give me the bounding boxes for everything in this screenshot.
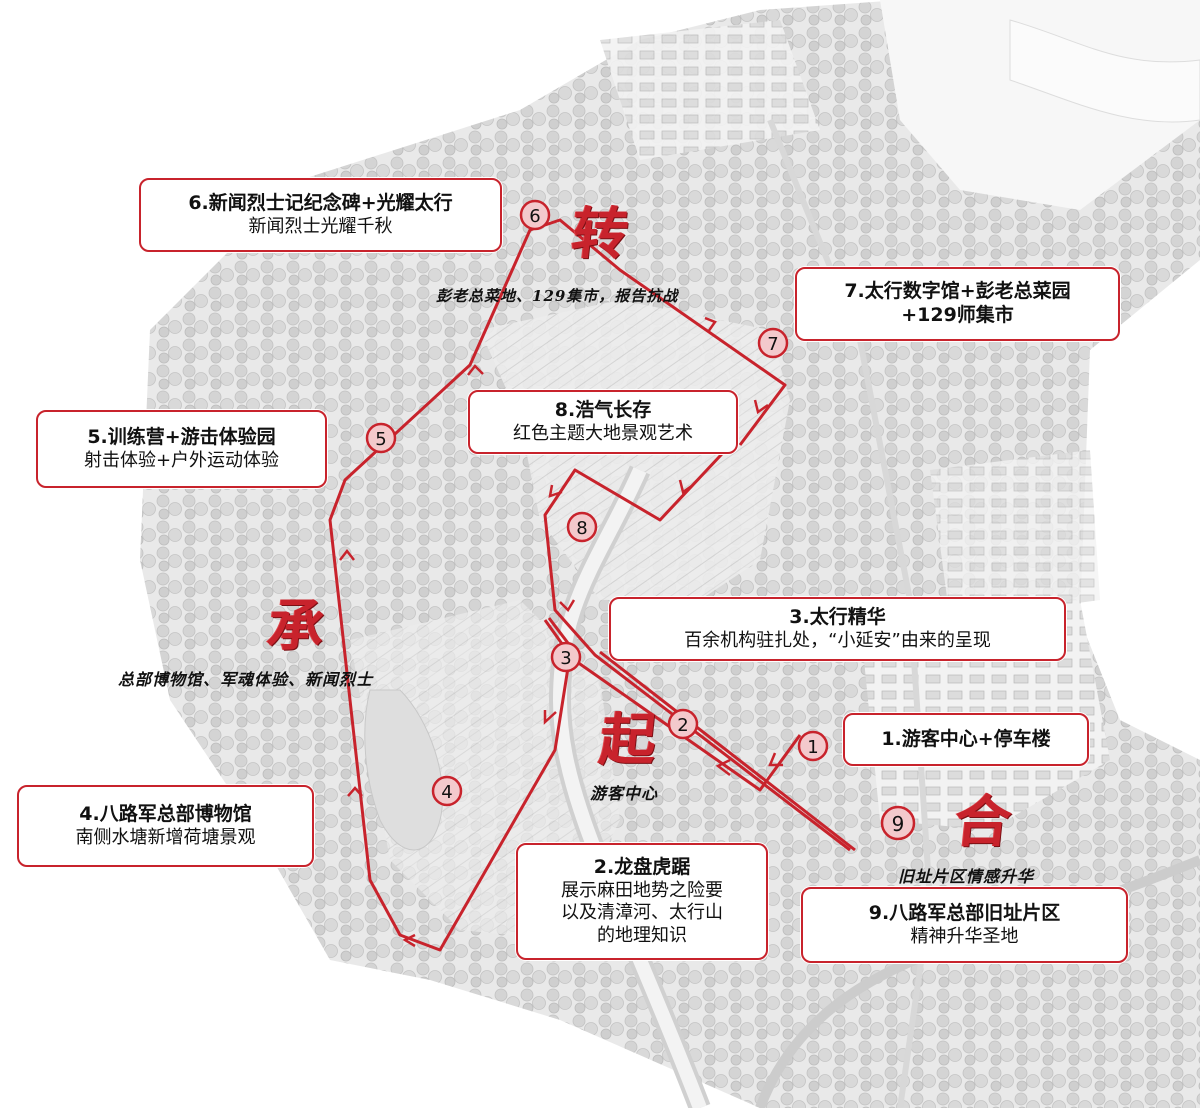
stop-subtitle: 精神升华圣地: [910, 925, 1019, 947]
phase-he-char: 合: [951, 789, 1015, 855]
route-arrow: [559, 599, 576, 613]
stop-marker[interactable]: 3: [550, 641, 582, 673]
stop-marker[interactable]: 7: [757, 327, 789, 359]
stop-marker-number: 9: [892, 812, 905, 836]
route-arrow: [543, 710, 557, 725]
stop-label-1[interactable]: 1.游客中心+停车楼: [843, 713, 1089, 766]
stop-title: 5.训练营+游击体验园: [87, 425, 276, 448]
phase-cheng-caption: 总部博物馆、军魂体验、新闻烈士: [118, 670, 374, 689]
route-arrow: [753, 399, 769, 415]
route-arrow: [704, 316, 717, 333]
stop-subtitle: 红色主题大地景观艺术: [513, 422, 693, 444]
stop-subtitle: 百余机构驻扎处，“小延安”由来的呈现: [684, 629, 991, 651]
phase-zhuan-caption: 彭老总菜地、129集市，报告抗战: [436, 287, 679, 305]
route-arrow: [678, 479, 694, 495]
stop-subtitle: 南侧水塘新增荷塘景观: [75, 826, 256, 848]
route-arrow: [339, 548, 355, 561]
stop-marker-number: 7: [767, 334, 778, 355]
stop-marker[interactable]: 8: [566, 511, 598, 543]
stop-marker-number: 3: [560, 648, 571, 669]
phase-cheng-char: 承: [264, 593, 328, 659]
stop-subtitle: 展示麻田地势之险要: [561, 879, 723, 901]
stop-marker-number: 1: [807, 737, 818, 758]
stop-marker-number: 4: [441, 782, 452, 803]
stop-title: 2.龙盘虎踞: [593, 855, 691, 878]
stop-marker-number: 8: [576, 518, 587, 539]
stop-subtitle: +129师集市: [901, 304, 1014, 326]
stop-label-6[interactable]: 6.新闻烈士记纪念碑+光耀太行 新闻烈士光耀千秋: [139, 178, 502, 252]
route-arrow: [347, 786, 363, 797]
stop-label-9[interactable]: 9.八路军总部旧址片区 精神升华圣地: [801, 887, 1128, 963]
stop-title: 1.游客中心+停车楼: [881, 727, 1051, 750]
stop-marker-number: 5: [375, 429, 386, 450]
stop-marker[interactable]: 5: [365, 422, 397, 454]
stop-subtitle-line-3: 的地理知识: [597, 924, 687, 946]
stop-title: 6.新闻烈士记纪念碑+光耀太行: [188, 191, 453, 214]
stop-title: 8.浩气长存: [554, 398, 652, 421]
route-arrow: [768, 752, 783, 767]
stop-marker[interactable]: 9: [880, 805, 916, 841]
route-arrow: [548, 484, 563, 498]
phase-qi-char: 起: [596, 707, 660, 773]
stop-marker-number: 2: [677, 715, 688, 736]
phase-qi-caption: 游客中心: [590, 784, 659, 803]
stop-label-4[interactable]: 4.八路军总部博物馆 南侧水塘新增荷塘景观: [17, 785, 314, 867]
stop-marker[interactable]: 2: [667, 708, 699, 740]
stop-title: 7.太行数字馆+彭老总菜园: [844, 280, 1071, 303]
stop-marker[interactable]: 4: [431, 775, 463, 807]
stop-marker[interactable]: 1: [797, 730, 829, 762]
stop-label-3[interactable]: 3.太行精华 百余机构驻扎处，“小延安”由来的呈现: [609, 597, 1066, 661]
stop-subtitle: 射击体验+户外运动体验: [83, 449, 280, 471]
stop-title: 3.太行精华: [789, 605, 886, 628]
stop-label-7[interactable]: 7.太行数字馆+彭老总菜园 +129师集市: [795, 267, 1120, 341]
route-arrow: [467, 364, 484, 376]
stop-marker-number: 6: [529, 206, 540, 227]
tour-route: [328, 218, 856, 952]
stop-subtitle: 新闻烈士光耀千秋: [248, 215, 393, 237]
stop-label-5[interactable]: 5.训练营+游击体验园 射击体验+户外运动体验: [36, 410, 327, 488]
route-arrows: [339, 316, 783, 948]
stop-title: 4.八路军总部博物馆: [79, 802, 252, 825]
route-arrow: [402, 933, 416, 948]
stop-subtitle-line-2: 以及清漳河、太行山: [561, 902, 723, 924]
stop-markers: 1 2 3 4 5 6 7 8 9: [365, 199, 916, 841]
phase-he-caption: 旧址片区情感升华: [898, 867, 1035, 886]
route-arrow: [715, 758, 731, 776]
phase-zhuan-char: 转: [568, 201, 632, 267]
stop-marker[interactable]: 6: [519, 199, 551, 231]
stop-title: 9.八路军总部旧址片区: [868, 901, 1061, 924]
stop-label-2[interactable]: 2.龙盘虎踞 展示麻田地势之险要 以及清漳河、太行山 的地理知识: [516, 843, 768, 960]
stop-label-8[interactable]: 8.浩气长存 红色主题大地景观艺术: [468, 390, 738, 454]
